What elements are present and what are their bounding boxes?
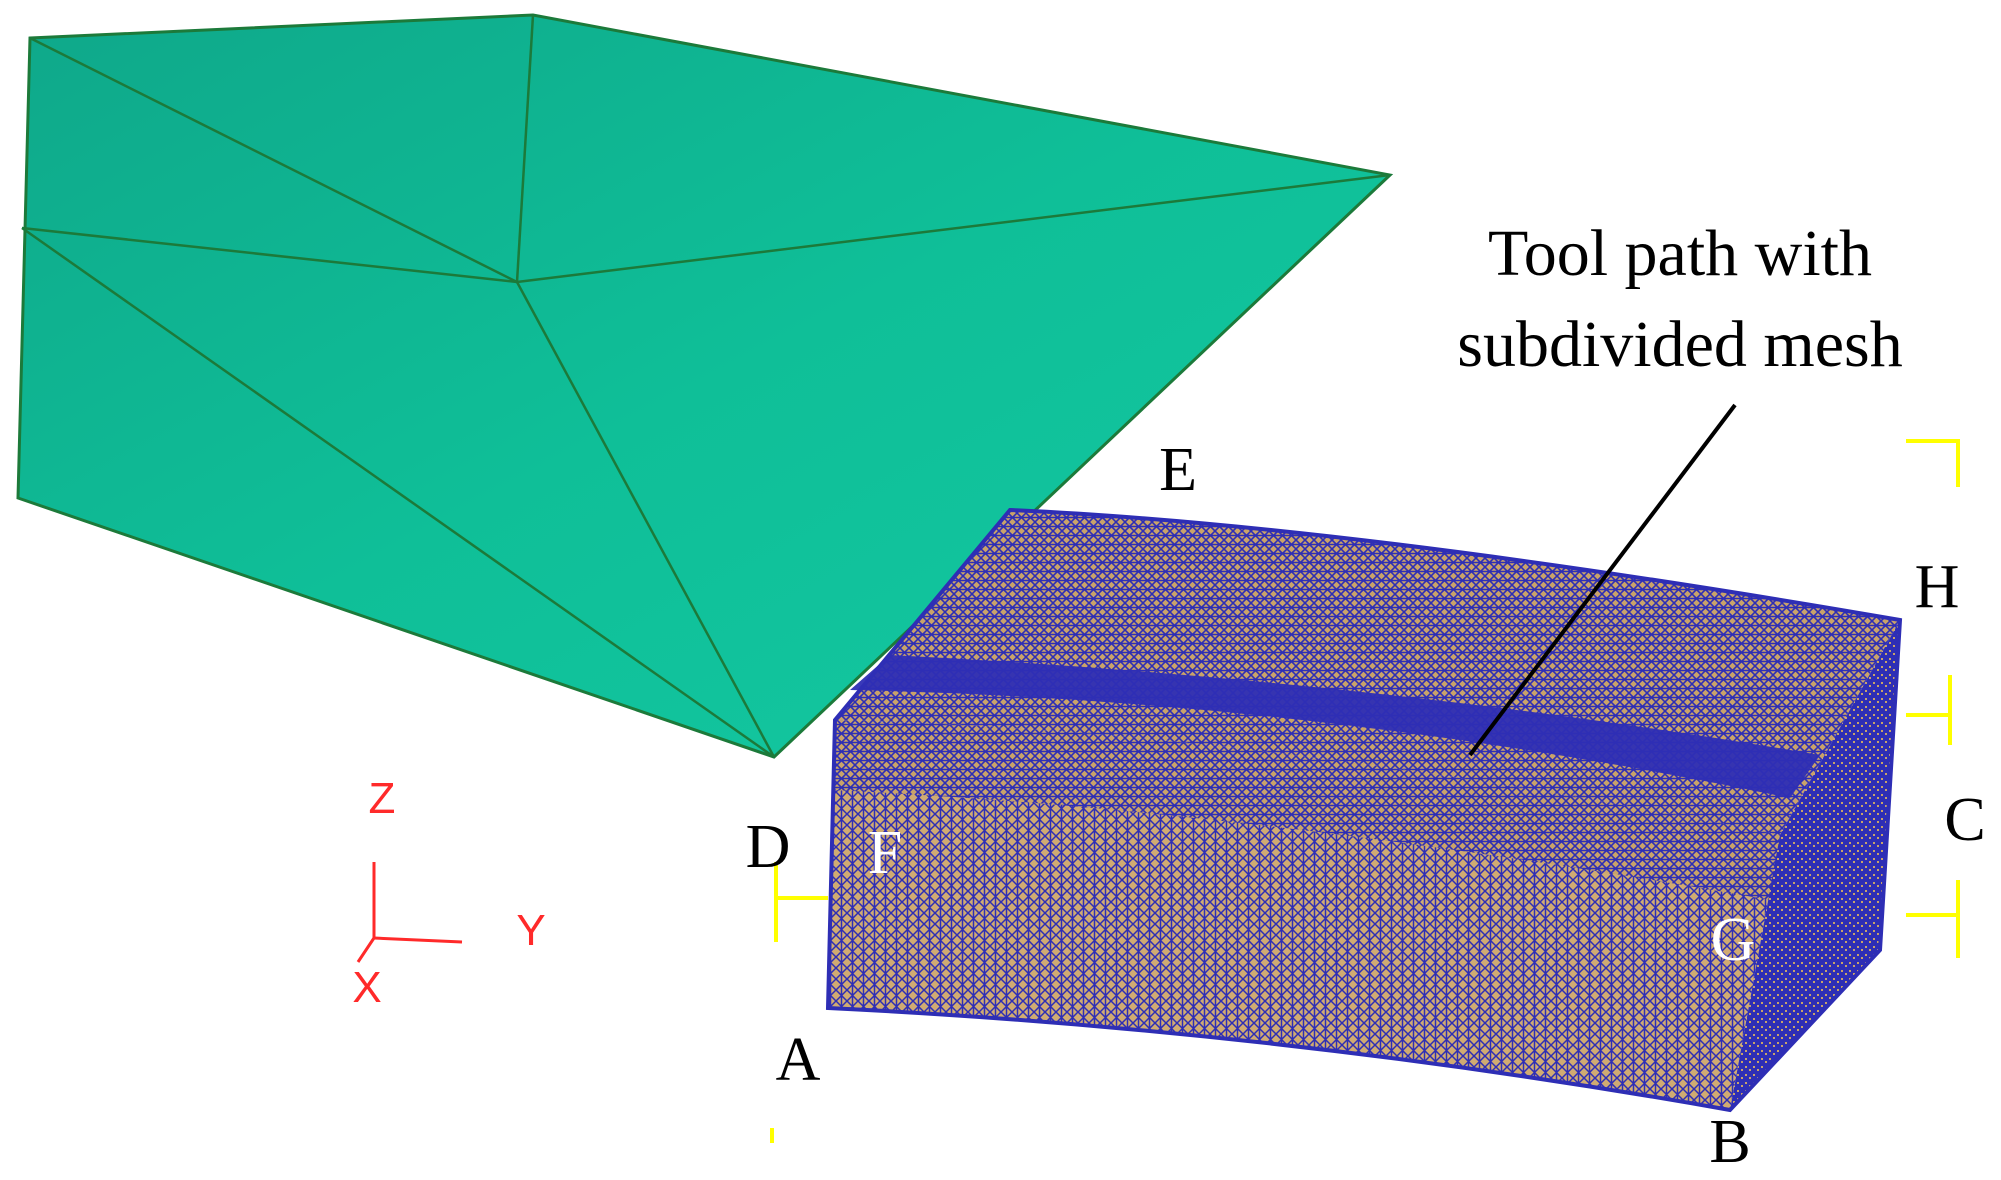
x-axis-line (356, 937, 376, 963)
y-axis-label: Y (516, 906, 545, 955)
tool-path-annotation: Tool path with subdivided mesh (1457, 217, 1903, 757)
tool-facet-edges (21, 14, 1391, 759)
point-labels: A B C D E F G H (746, 436, 1986, 1176)
boundary-markers (770, 439, 1960, 1143)
point-label-a: A (776, 1026, 821, 1094)
tool-body (16, 13, 1394, 759)
tool-outline (16, 13, 1394, 759)
mesh-side-face (1730, 620, 1900, 1110)
workpiece-mesh (825, 507, 1903, 1113)
annotation-line-2: subdivided mesh (1457, 308, 1902, 381)
mesh-front-upper (832, 720, 1780, 900)
mesh-outline (825, 507, 1903, 1113)
x-axis-label: X (352, 963, 381, 1012)
point-label-c: C (1944, 786, 1985, 854)
point-label-g: G (1711, 906, 1756, 974)
tool-path-band (850, 655, 1820, 798)
point-label-e: E (1159, 436, 1197, 504)
marker-upper-right (1906, 439, 1960, 487)
point-label-f: F (868, 819, 902, 887)
axis-triad (356, 862, 463, 963)
y-axis-line (373, 936, 463, 944)
point-label-b: B (1709, 1108, 1750, 1176)
annotation-leader-line (1468, 403, 1737, 757)
point-label-h: H (1915, 553, 1960, 621)
point-label-d: D (746, 813, 791, 881)
annotation-line-1: Tool path with (1488, 217, 1872, 290)
z-axis-label: Z (369, 774, 396, 823)
